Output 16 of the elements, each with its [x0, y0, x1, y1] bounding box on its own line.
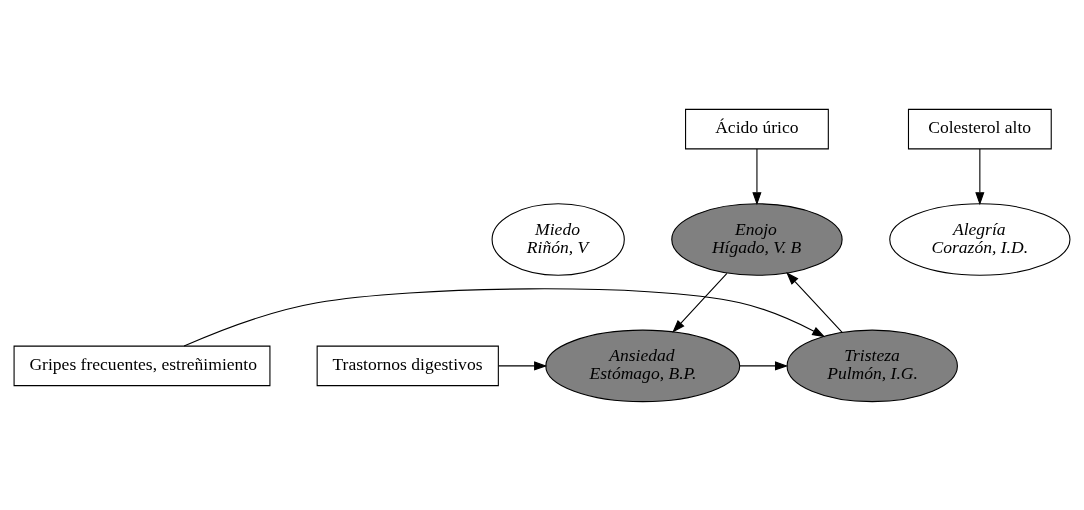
node-box: Trastornos digestivos	[316, 345, 499, 386]
arrow	[672, 272, 728, 333]
node-box: Gripes frecuentes, estreñimiento	[13, 345, 271, 386]
node-box: Colesterol alto	[907, 108, 1052, 149]
node-ellipse: Alegría Corazón, I.D.	[889, 202, 1071, 276]
arrow	[786, 271, 843, 333]
node-ellipse: Enojo Hígado, V. B	[671, 202, 843, 276]
arrow	[975, 148, 985, 205]
node-ellipse: Ansiedad Estómago, B.P.	[545, 329, 741, 402]
arrow	[739, 360, 789, 370]
arrow	[752, 148, 762, 205]
node-ellipse: Miedo Riñón, V	[491, 202, 625, 276]
arrow	[498, 360, 548, 370]
node-box: Ácido úrico	[685, 108, 829, 149]
arrow	[183, 287, 826, 347]
node-ellipse: Tristeza Pulmón, I.G.	[786, 329, 958, 402]
